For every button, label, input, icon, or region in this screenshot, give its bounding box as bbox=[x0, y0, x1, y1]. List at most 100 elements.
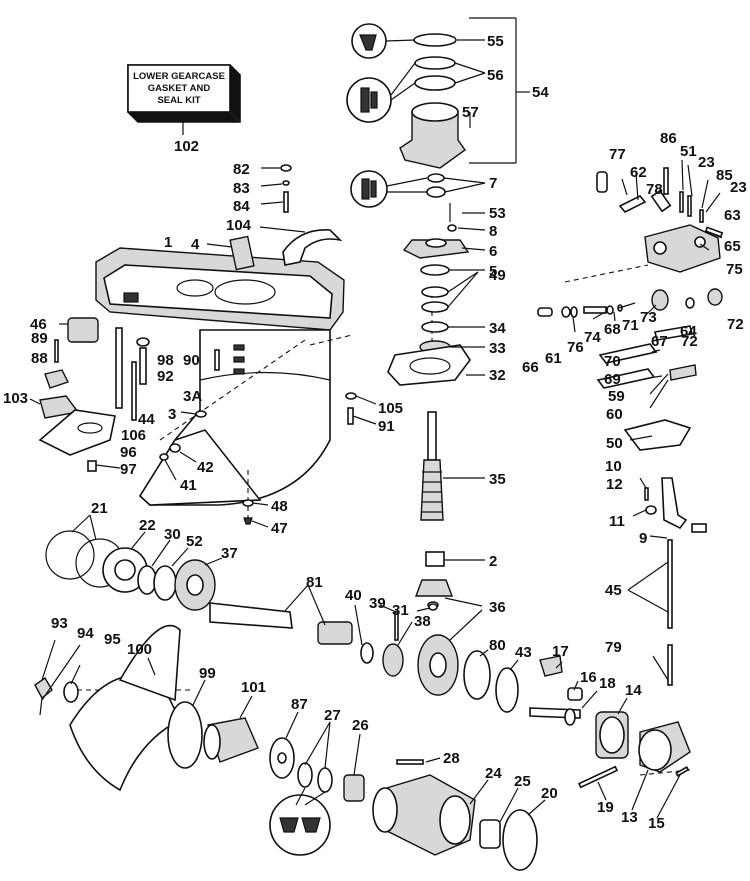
callout-32: 32 bbox=[489, 367, 506, 384]
callout-72a: 72 bbox=[681, 333, 698, 350]
callout-23b: 23 bbox=[730, 179, 747, 196]
callout-75: 75 bbox=[726, 261, 743, 278]
shift-linkage bbox=[537, 159, 724, 686]
callout-37: 37 bbox=[221, 545, 238, 562]
callout-55: 55 bbox=[487, 33, 504, 50]
callout-4: 4 bbox=[191, 236, 200, 253]
propeller-assembly bbox=[34, 624, 365, 856]
driveshaft-column bbox=[387, 203, 486, 609]
callout-94: 94 bbox=[77, 625, 94, 642]
upper-seal-stack bbox=[346, 17, 530, 208]
callout-49: 49 bbox=[489, 267, 506, 284]
callout-101: 101 bbox=[241, 679, 266, 696]
callout-16: 16 bbox=[580, 669, 597, 686]
callout-59: 59 bbox=[608, 388, 625, 405]
callout-96: 96 bbox=[120, 444, 137, 461]
callout-labels: 1 2 3 3A 4 5 6 7 8 9 10 11 12 13 14 15 1… bbox=[3, 33, 747, 832]
callout-53: 53 bbox=[489, 205, 506, 222]
callout-18: 18 bbox=[599, 675, 616, 692]
upper-left-parts bbox=[29, 164, 343, 481]
callout-28: 28 bbox=[443, 750, 460, 767]
callout-63: 63 bbox=[724, 207, 741, 224]
callout-78: 78 bbox=[646, 181, 663, 198]
callout-38: 38 bbox=[414, 613, 431, 630]
callout-73: 73 bbox=[640, 309, 657, 326]
callout-10: 10 bbox=[605, 458, 622, 475]
callout-46: 46 bbox=[30, 316, 47, 333]
callout-80: 80 bbox=[489, 637, 506, 654]
callout-61: 61 bbox=[545, 350, 562, 367]
callout-14: 14 bbox=[625, 682, 642, 699]
kit-label-line1: LOWER GEARCASE bbox=[133, 71, 225, 82]
callout-62: 62 bbox=[630, 164, 647, 181]
callout-56: 56 bbox=[487, 67, 504, 84]
callout-44: 44 bbox=[138, 411, 155, 428]
bearing-housing bbox=[372, 757, 546, 871]
callout-45: 45 bbox=[605, 582, 622, 599]
callout-97: 97 bbox=[120, 461, 137, 478]
callout-19: 19 bbox=[597, 799, 614, 816]
callout-25: 25 bbox=[514, 773, 531, 790]
callout-91: 91 bbox=[378, 418, 395, 435]
callout-93: 93 bbox=[51, 615, 68, 632]
callout-52: 52 bbox=[186, 533, 203, 550]
callout-104: 104 bbox=[226, 217, 252, 234]
callout-15: 15 bbox=[648, 815, 665, 832]
callout-27: 27 bbox=[324, 707, 341, 724]
callout-68: 68 bbox=[604, 321, 621, 338]
callout-3a: 3A bbox=[183, 388, 202, 405]
callout-64: 64 bbox=[680, 323, 697, 340]
callout-103: 103 bbox=[3, 390, 28, 407]
callout-95: 95 bbox=[104, 631, 121, 648]
callout-79: 79 bbox=[605, 639, 622, 656]
callout-105: 105 bbox=[378, 400, 403, 417]
callout-34: 34 bbox=[489, 320, 506, 337]
callout-2: 2 bbox=[489, 553, 497, 570]
callout-48: 48 bbox=[271, 498, 288, 515]
callout-83: 83 bbox=[233, 180, 250, 197]
callout-60: 60 bbox=[606, 406, 623, 423]
callout-20: 20 bbox=[541, 785, 558, 802]
callout-98: 98 bbox=[157, 352, 174, 369]
callout-87: 87 bbox=[291, 696, 308, 713]
callout-70: 70 bbox=[604, 353, 621, 370]
callout-99: 99 bbox=[199, 665, 216, 682]
callout-24: 24 bbox=[485, 765, 502, 782]
callout-7: 7 bbox=[489, 175, 497, 192]
callout-89: 89 bbox=[31, 330, 48, 347]
callout-23a: 23 bbox=[698, 154, 715, 171]
callout-54: 54 bbox=[532, 84, 549, 101]
callout-84: 84 bbox=[233, 198, 250, 215]
callout-51: 51 bbox=[680, 143, 697, 160]
callout-39: 39 bbox=[369, 595, 386, 612]
callout-1: 1 bbox=[164, 234, 172, 251]
callout-3: 3 bbox=[168, 406, 176, 423]
callout-13: 13 bbox=[621, 809, 638, 826]
callout-81: 81 bbox=[306, 574, 323, 591]
kit-label-line2: GASKET AND bbox=[148, 83, 211, 94]
callout-100: 100 bbox=[127, 641, 152, 658]
callout-33: 33 bbox=[489, 340, 506, 357]
callout-90: 90 bbox=[183, 352, 200, 369]
misc-bolts bbox=[242, 392, 377, 528]
callout-72b: 72 bbox=[727, 316, 744, 333]
callout-88: 88 bbox=[31, 350, 48, 367]
callout-65: 65 bbox=[724, 238, 741, 255]
callout-31: 31 bbox=[392, 602, 409, 619]
callout-66: 66 bbox=[522, 359, 539, 376]
callout-50: 50 bbox=[606, 435, 623, 452]
callout-9: 9 bbox=[639, 530, 647, 547]
callout-40: 40 bbox=[345, 587, 362, 604]
callout-36: 36 bbox=[489, 599, 506, 616]
callout-82: 82 bbox=[233, 161, 250, 178]
callout-26: 26 bbox=[352, 717, 369, 734]
callout-5: 5 bbox=[489, 263, 497, 280]
callout-42: 42 bbox=[197, 459, 214, 476]
callout-92: 92 bbox=[157, 368, 174, 385]
callout-21: 21 bbox=[91, 500, 108, 517]
callout-11: 11 bbox=[609, 513, 625, 530]
callout-41: 41 bbox=[180, 477, 197, 494]
callout-106: 106 bbox=[121, 427, 146, 444]
callout-67: 67 bbox=[651, 333, 668, 350]
